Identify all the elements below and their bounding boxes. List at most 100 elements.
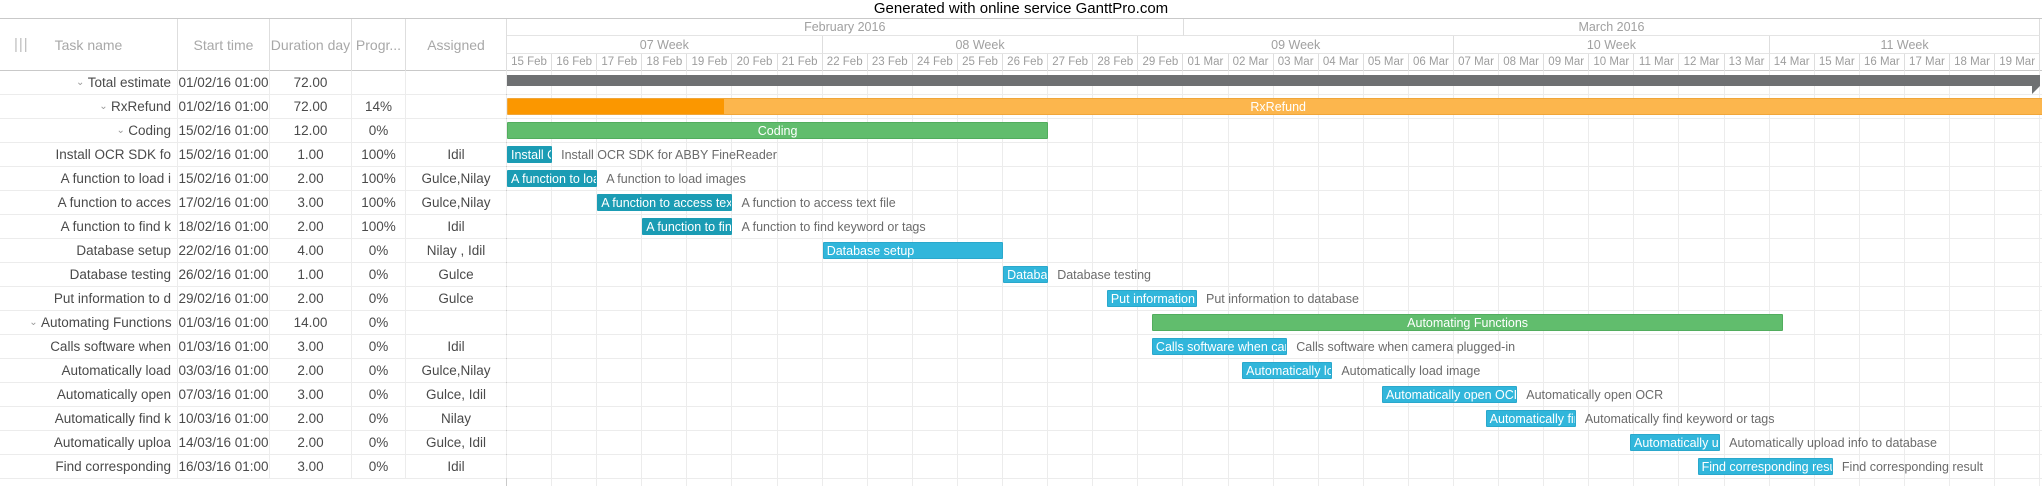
task-duration[interactable]: 12.00 <box>270 119 352 142</box>
task-name-cell[interactable]: ⌄RxRefund <box>0 95 178 118</box>
task-progress[interactable]: 0% <box>352 407 406 430</box>
chevron-down-icon[interactable]: ⌄ <box>99 101 108 112</box>
task-progress[interactable]: 0% <box>352 455 406 478</box>
gantt-bar[interactable]: Automating Functions <box>1151 314 1784 331</box>
task-duration[interactable]: 2.00 <box>270 287 352 310</box>
task-start-time[interactable]: 15/02/16 01:00 <box>178 119 270 142</box>
task-start-time[interactable]: 17/02/16 01:00 <box>178 191 270 214</box>
task-duration[interactable]: 72.00 <box>270 95 352 118</box>
task-assigned[interactable]: Idil <box>406 455 507 478</box>
task-assigned[interactable]: Nilay <box>406 407 507 430</box>
task-duration[interactable]: 2.00 <box>270 359 352 382</box>
task-duration[interactable]: 72.00 <box>270 71 352 94</box>
task-name-cell[interactable]: Database setup <box>0 239 178 262</box>
gantt-bar[interactable]: Calls software when camera plugged-inCal… <box>1151 338 1515 355</box>
task-assigned[interactable]: Gulce <box>406 263 507 286</box>
task-assigned[interactable]: Idil <box>406 215 507 238</box>
task-duration[interactable]: 3.00 <box>270 191 352 214</box>
task-progress[interactable]: 14% <box>352 95 406 118</box>
column-header-duration[interactable]: Duration day <box>270 19 352 71</box>
task-duration[interactable]: 1.00 <box>270 263 352 286</box>
task-duration[interactable]: 2.00 <box>270 431 352 454</box>
task-name-cell[interactable]: Automatically open <box>0 383 178 406</box>
task-name-cell[interactable]: A function to find k <box>0 215 178 238</box>
task-start-time[interactable]: 03/03/16 01:00 <box>178 359 270 382</box>
task-progress[interactable]: 0% <box>352 239 406 262</box>
gantt-bar[interactable] <box>507 75 2041 94</box>
task-duration[interactable]: 14.00 <box>270 311 352 334</box>
task-assigned[interactable] <box>406 71 507 94</box>
task-duration[interactable]: 3.00 <box>270 383 352 406</box>
column-header-assigned[interactable]: Assigned <box>406 19 507 71</box>
task-progress[interactable]: 0% <box>352 359 406 382</box>
task-name-cell[interactable]: ⌄Automating Functions <box>0 311 178 334</box>
task-assigned[interactable]: Gulce, Idil <box>406 383 507 406</box>
task-start-time[interactable]: 29/02/16 01:00 <box>178 287 270 310</box>
task-name-cell[interactable]: Install OCR SDK fo <box>0 143 178 166</box>
gantt-bar[interactable]: Put information to databasePut informati… <box>1106 290 1359 307</box>
chevron-down-icon[interactable]: ⌄ <box>76 77 85 88</box>
task-progress[interactable]: 100% <box>352 215 406 238</box>
task-start-time[interactable]: 07/03/16 01:00 <box>178 383 270 406</box>
task-progress[interactable] <box>352 71 406 94</box>
task-progress[interactable]: 0% <box>352 287 406 310</box>
task-assigned[interactable]: Idil <box>406 335 507 358</box>
task-start-time[interactable]: 01/03/16 01:00 <box>178 311 270 334</box>
task-start-time[interactable]: 14/03/16 01:00 <box>178 431 270 454</box>
task-assigned[interactable]: Gulce, Idil <box>406 431 507 454</box>
task-progress[interactable]: 100% <box>352 191 406 214</box>
task-duration[interactable]: 1.00 <box>270 143 352 166</box>
task-progress[interactable]: 0% <box>352 263 406 286</box>
chevron-down-icon[interactable]: ⌄ <box>29 317 38 328</box>
task-progress[interactable]: 100% <box>352 143 406 166</box>
task-name-cell[interactable]: Find corresponding <box>0 455 178 478</box>
task-start-time[interactable]: 18/02/16 01:00 <box>178 215 270 238</box>
gantt-bar[interactable]: Database testingDatabase testing <box>1003 266 1151 283</box>
task-duration[interactable]: 2.00 <box>270 407 352 430</box>
task-duration[interactable]: 3.00 <box>270 455 352 478</box>
task-assigned[interactable]: Gulce,Nilay <box>406 191 507 214</box>
task-duration[interactable]: 3.00 <box>270 335 352 358</box>
task-start-time[interactable]: 26/02/16 01:00 <box>178 263 270 286</box>
task-progress[interactable]: 0% <box>352 383 406 406</box>
task-start-time[interactable]: 01/02/16 01:00 <box>178 71 270 94</box>
task-progress[interactable]: 0% <box>352 335 406 358</box>
task-assigned[interactable] <box>406 119 507 142</box>
task-duration[interactable]: 4.00 <box>270 239 352 262</box>
task-progress[interactable]: 0% <box>352 431 406 454</box>
task-assigned[interactable]: Gulce,Nilay <box>406 167 507 190</box>
task-name-cell[interactable]: Put information to d <box>0 287 178 310</box>
column-header-progress[interactable]: Progr... <box>352 19 406 71</box>
task-name-cell[interactable]: ⌄Coding <box>0 119 178 142</box>
task-assigned[interactable]: Gulce <box>406 287 507 310</box>
task-duration[interactable]: 2.00 <box>270 167 352 190</box>
column-header-start-time[interactable]: Start time <box>178 19 270 71</box>
task-name-cell[interactable]: ⌄Total estimate <box>0 71 178 94</box>
task-start-time[interactable]: 15/02/16 01:00 <box>178 167 270 190</box>
task-name-cell[interactable]: Automatically uploa <box>0 431 178 454</box>
task-duration[interactable]: 2.00 <box>270 215 352 238</box>
task-assigned[interactable]: Idil <box>406 143 507 166</box>
gantt-bar[interactable]: RxRefund <box>507 98 2042 115</box>
task-name-cell[interactable]: A function to acces <box>0 191 178 214</box>
task-start-time[interactable]: 01/03/16 01:00 <box>178 335 270 358</box>
task-name-cell[interactable]: Automatically find k <box>0 407 178 430</box>
column-header-task-name[interactable]: Task name <box>0 19 178 71</box>
